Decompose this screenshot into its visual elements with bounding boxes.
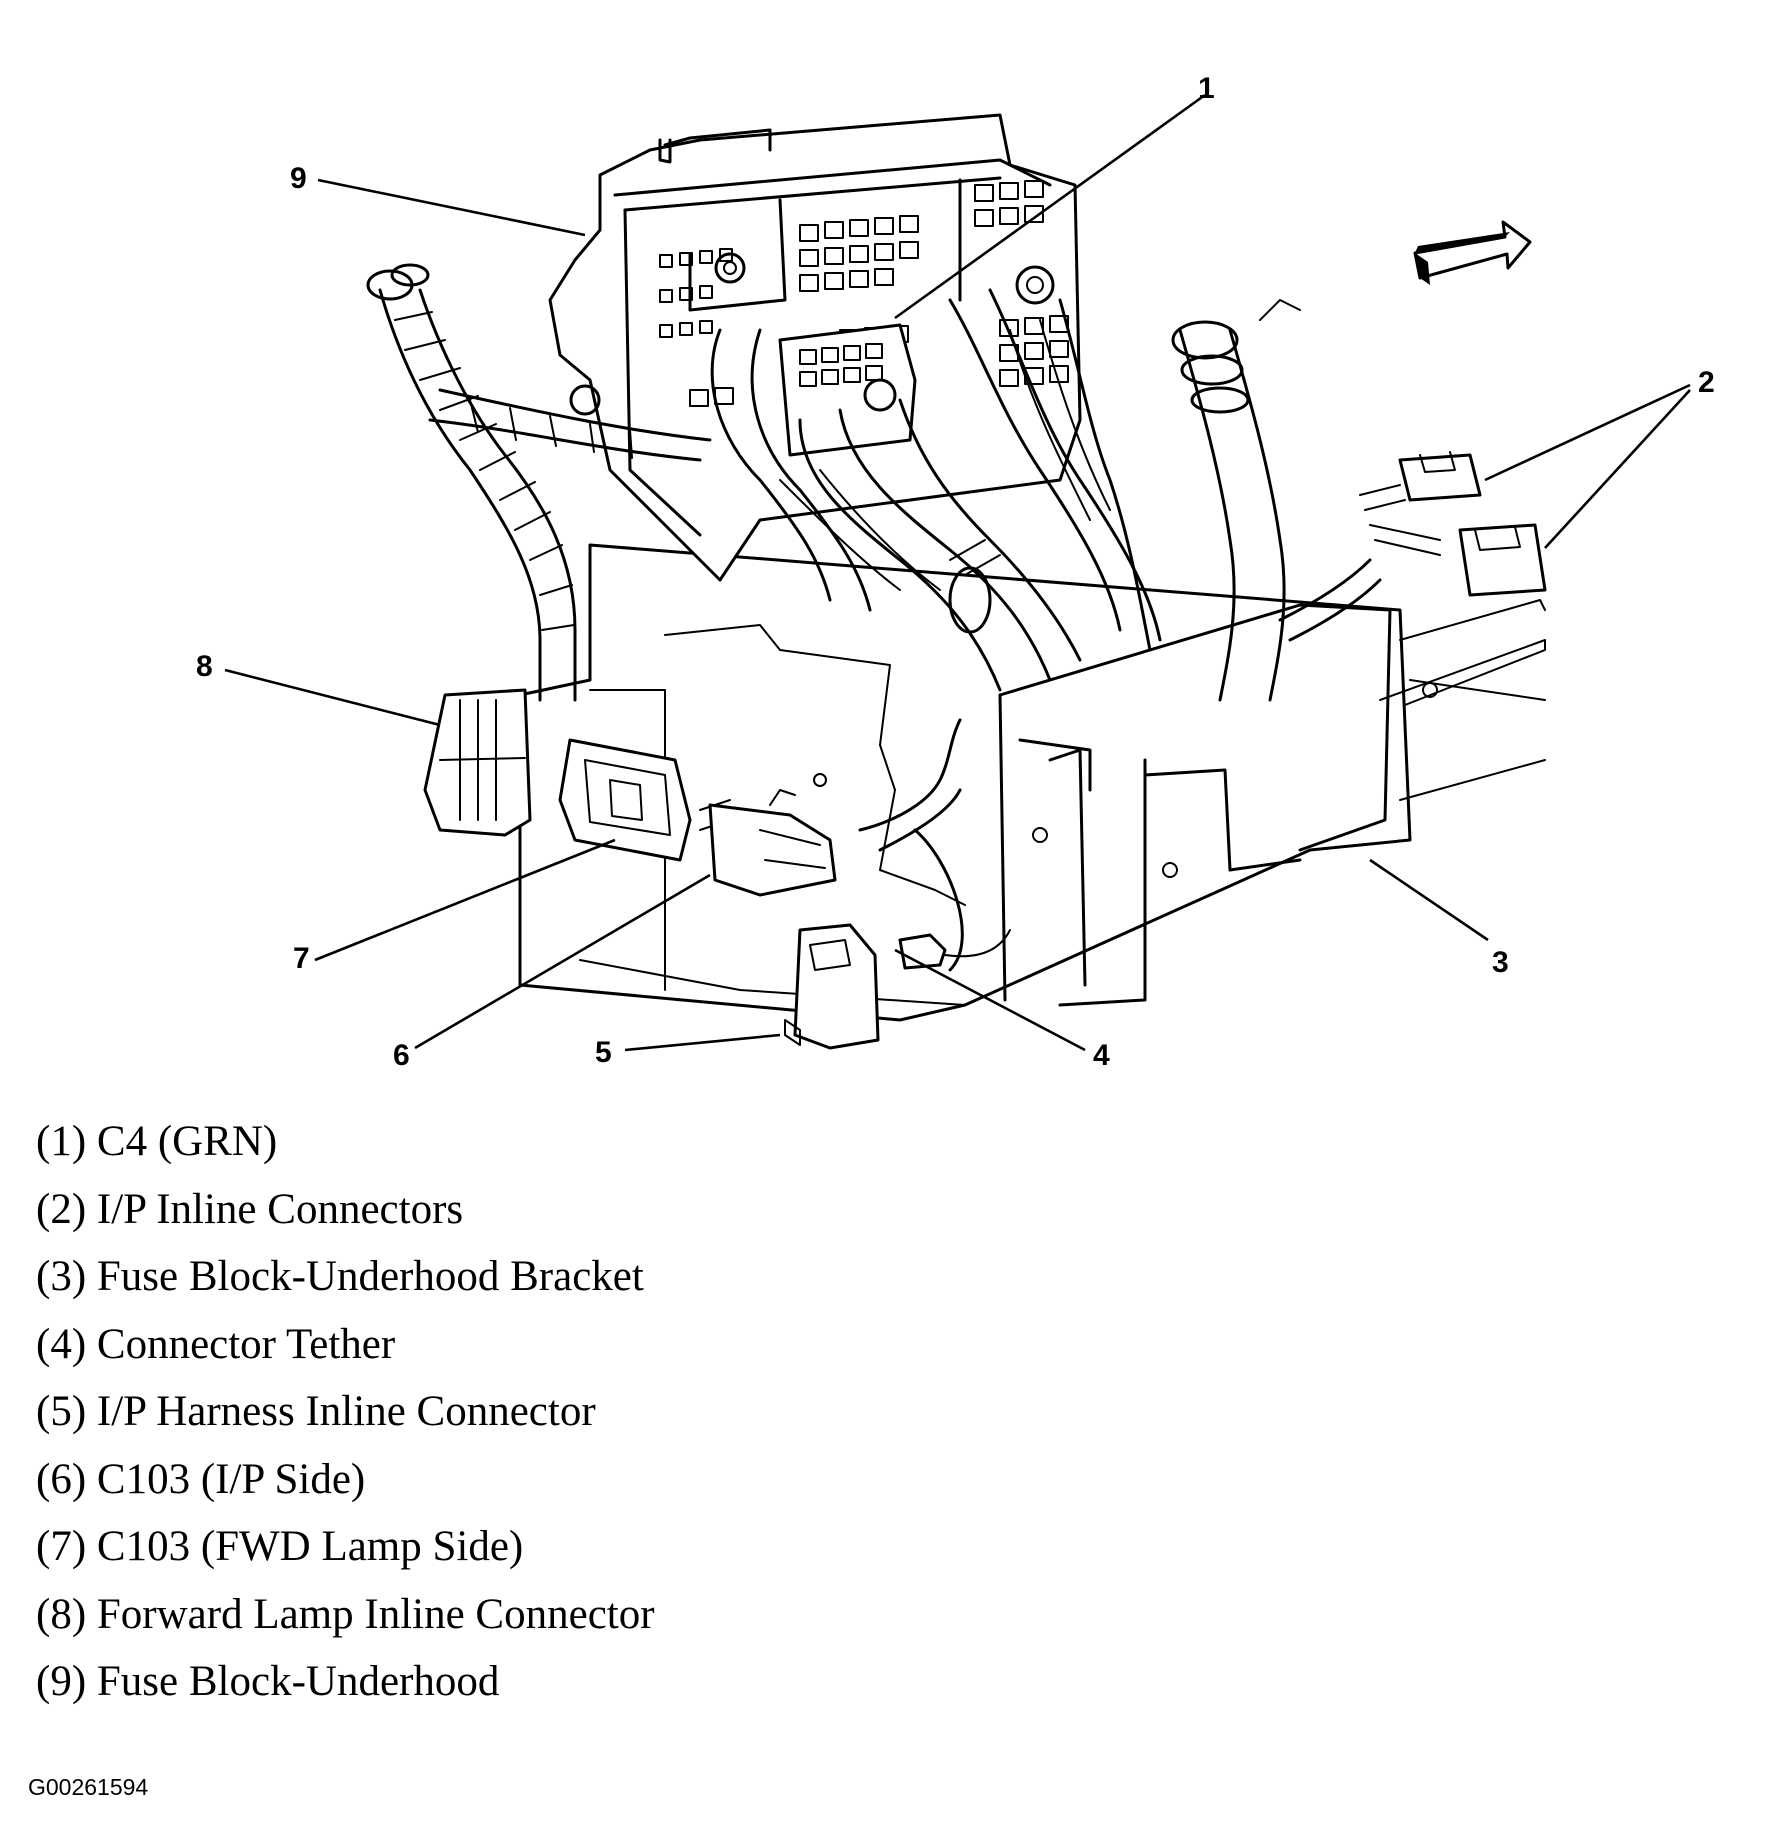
callout-leader-lines xyxy=(224,93,1691,1052)
fuse-block-illustration: 1 2 3 4 5 6 7 8 9 xyxy=(196,72,1715,1072)
ip-harness-inline-connector xyxy=(784,923,880,1050)
forward-direction-arrow-icon xyxy=(1413,220,1532,285)
c103-connector-ip-side xyxy=(708,789,837,897)
forward-lamp-inline-connector xyxy=(423,688,532,837)
legend-item: (7) C103 (FWD Lamp Side) xyxy=(36,1523,524,1570)
fuse-block-bracket xyxy=(518,543,1546,1022)
fuse-block-underhood xyxy=(548,113,1082,582)
legend-item: (9) Fuse Block-Underhood xyxy=(36,1658,500,1705)
legend-item: (2) I/P Inline Connectors xyxy=(36,1185,464,1233)
legend-item: (5) I/P Harness Inline Connector xyxy=(36,1388,596,1435)
callout-numbers: 1 2 3 4 5 6 7 8 9 xyxy=(196,72,1715,1072)
legend-item: (6) C103 (I/P Side) xyxy=(36,1455,366,1503)
callout-5: 5 xyxy=(595,1036,612,1069)
callout-1: 1 xyxy=(1198,72,1215,105)
callout-6: 6 xyxy=(393,1039,410,1072)
c103-connector-fwd-lamp-side xyxy=(558,738,692,862)
wire-harness xyxy=(366,263,1382,972)
legend-item: (8) Forward Lamp Inline Connector xyxy=(36,1590,655,1638)
diagram-figure: 1 2 3 4 5 6 7 8 9 xyxy=(196,72,1715,1072)
figure-id: G00261594 xyxy=(28,1774,149,1800)
ip-inline-connectors xyxy=(1359,451,1547,597)
callout-4: 4 xyxy=(1093,1039,1110,1072)
legend-item: (3) Fuse Block-Underhood Bracket xyxy=(36,1253,644,1300)
callout-8: 8 xyxy=(196,650,213,683)
callout-7: 7 xyxy=(293,942,310,975)
legend-item: (1) C4 (GRN) xyxy=(36,1118,278,1165)
callout-9: 9 xyxy=(290,162,307,195)
component-legend: (1) C4 (GRN) (2) I/P Inline Connectors (… xyxy=(36,1108,655,1716)
callout-2: 2 xyxy=(1698,366,1715,399)
callout-3: 3 xyxy=(1492,946,1509,979)
legend-item: (4) Connector Tether xyxy=(36,1320,396,1368)
